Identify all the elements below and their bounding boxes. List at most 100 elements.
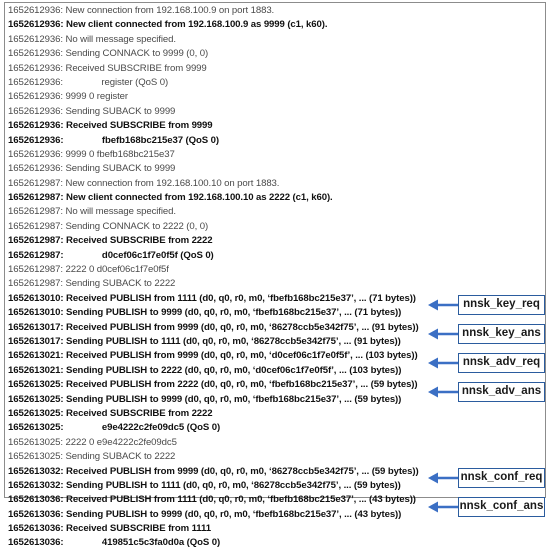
log-timestamp: 1652613010: — [8, 292, 64, 304]
log-message: 2222 0 d0cef06c1f7e0f5f — [62, 264, 169, 276]
log-timestamp: 1652612936: — [8, 120, 64, 132]
log-line: 1652612987: No will message specified. — [8, 205, 419, 219]
log-line: 1652613025: Received PUBLISH from 2222 (… — [8, 378, 419, 392]
log-line: 1652612936: No will message specified. — [8, 33, 419, 47]
log-timestamp: 1652612936: — [8, 134, 64, 146]
log-timestamp: 1652613036: — [8, 523, 64, 535]
log-timestamp: 1652613036: — [8, 508, 64, 520]
log-timestamp: 1652613010: — [8, 307, 64, 319]
log-message: Received SUBSCRIBE from 9999 — [62, 62, 207, 74]
log-line: 1652612936: Received SUBSCRIBE from 9999 — [8, 62, 419, 76]
log-message: Sending SUBACK to 9999 — [62, 105, 176, 117]
log-line: 1652613021: Received PUBLISH from 9999 (… — [8, 349, 419, 363]
log-timestamp: 1652613036: — [8, 537, 64, 549]
log-message: Sending PUBLISH to 1111 (d0, q0, r0, m0,… — [63, 335, 401, 347]
log-line: 1652612936: Sending SUBACK to 9999 — [8, 105, 419, 119]
log-message: 9999 0 register — [62, 91, 128, 103]
log-timestamp: 1652612987: — [8, 278, 63, 290]
log-message: New connection from 192.168.100.9 on por… — [62, 5, 275, 16]
log-lines: 1652612936: New connection from 192.168.… — [8, 4, 419, 551]
log-timestamp: 1652612987: — [8, 206, 63, 218]
log-timestamp: 1652613036: — [8, 494, 64, 506]
log-line: 1652613025: 2222 0 e9e4222c2fe09dc5 — [8, 436, 419, 450]
log-line: 1652612987: Sending SUBACK to 2222 — [8, 277, 419, 291]
log-timestamp: 1652612936: — [8, 163, 63, 175]
log-line: 1652613017: Sending PUBLISH to 1111 (d0,… — [8, 335, 419, 349]
log-message: Received SUBSCRIBE from 2222 — [63, 407, 213, 419]
log-message: Received SUBSCRIBE from 9999 — [63, 120, 213, 132]
log-timestamp: 1652613021: — [8, 350, 64, 362]
log-line: 1652613010: Sending PUBLISH to 9999 (d0,… — [8, 306, 419, 320]
log-line: 1652613036: Received SUBSCRIBE from 1111 — [8, 522, 419, 536]
log-timestamp: 1652613032: — [8, 479, 64, 491]
log-line: 1652612987: New client connected from 19… — [8, 191, 419, 205]
log-line: 1652613025: Received SUBSCRIBE from 2222 — [8, 407, 419, 421]
log-timestamp: 1652612987: — [8, 177, 63, 189]
log-timestamp: 1652612987: — [8, 264, 63, 276]
log-message: Sending CONNACK to 9999 (0, 0) — [62, 48, 209, 60]
log-message: Sending SUBACK to 2222 — [62, 451, 176, 463]
log-line: 1652613025: Sending SUBACK to 2222 — [8, 450, 419, 464]
log-timestamp: 1652612936: — [8, 19, 64, 31]
log-line: 1652613032: Received PUBLISH from 9999 (… — [8, 465, 419, 479]
log-message: 419851c5c3fa0d0a (QoS 0) — [63, 537, 221, 549]
log-message: No will message specified. — [62, 206, 176, 218]
log-timestamp: 1652613025: — [8, 451, 63, 463]
log-message: New connection from 192.168.100.10 on po… — [62, 177, 280, 189]
log-timestamp: 1652613032: — [8, 465, 64, 477]
log-timestamp: 1652612936: — [8, 5, 63, 16]
log-message: Sending CONNACK to 2222 (0, 0) — [62, 220, 209, 232]
log-timestamp: 1652612936: — [8, 148, 63, 160]
log-message: register (QoS 0) — [62, 76, 169, 88]
arrow-left-icon — [428, 472, 458, 484]
log-line: 1652612936: Received SUBSCRIBE from 9999 — [8, 119, 419, 133]
log-timestamp: 1652613025: — [8, 407, 64, 419]
log-line: 1652612936: Sending CONNACK to 9999 (0, … — [8, 47, 419, 61]
log-timestamp: 1652612936: — [8, 105, 63, 117]
log-message: New client connected from 192.168.100.10… — [63, 192, 333, 204]
log-line: 1652613032: Sending PUBLISH to 1111 (d0,… — [8, 479, 419, 493]
log-line: 1652612936: 9999 0 fbefb168bc215e37 — [8, 148, 419, 162]
log-timestamp: 1652613025: — [8, 436, 63, 448]
log-timestamp: 1652612936: — [8, 48, 63, 60]
log-timestamp: 1652613025: — [8, 422, 64, 434]
log-message: Received PUBLISH from 1111 (d0, q0, r0, … — [63, 494, 416, 506]
log-timestamp: 1652612987: — [8, 220, 63, 232]
log-timestamp: 1652612987: — [8, 235, 64, 247]
log-message: Received PUBLISH from 9999 (d0, q0, r0, … — [63, 321, 419, 333]
log-line: 1652612936: New connection from 192.168.… — [8, 4, 419, 18]
log-message: No will message specified. — [62, 33, 176, 45]
log-line: 1652612987: d0cef06c1f7e0f5f (QoS 0) — [8, 249, 419, 263]
log-message: 9999 0 fbefb168bc215e37 — [62, 148, 175, 160]
log-message: Sending SUBACK to 2222 — [62, 278, 176, 290]
log-message: Sending SUBACK to 9999 — [62, 163, 176, 175]
log-line: 1652613021: Sending PUBLISH to 2222 (d0,… — [8, 364, 419, 378]
log-timestamp: 1652612987: — [8, 249, 64, 261]
arrow-left-icon — [428, 357, 458, 369]
log-line: 1652613036: Sending PUBLISH to 9999 (d0,… — [8, 508, 419, 522]
annotation-label: nnsk_adv_ans — [458, 381, 545, 402]
log-line: 1652612936: Sending SUBACK to 9999 — [8, 162, 419, 176]
log-message: Received PUBLISH from 9999 (d0, q0, r0, … — [63, 350, 418, 362]
log-line: 1652612987: Received SUBSCRIBE from 2222 — [8, 234, 419, 248]
terminal-log-panel: 1652612936: New connection from 192.168.… — [4, 2, 546, 548]
log-line: 1652612936: register (QoS 0) — [8, 76, 419, 90]
log-line: 1652613036: Received PUBLISH from 1111 (… — [8, 493, 419, 507]
log-timestamp: 1652613021: — [8, 364, 64, 376]
arrow-left-icon — [428, 386, 458, 398]
log-message: Sending PUBLISH to 2222 (d0, q0, r0, m0,… — [63, 364, 402, 376]
arrow-left-icon — [428, 299, 458, 311]
log-timestamp: 1652612987: — [8, 192, 64, 204]
annotation-label: nnsk_conf_req — [458, 468, 545, 489]
log-message: Received SUBSCRIBE from 1111 — [63, 523, 211, 535]
log-message: Received PUBLISH from 9999 (d0, q0, r0, … — [63, 465, 419, 477]
annotation-label: nnsk_adv_req — [458, 353, 545, 373]
log-timestamp: 1652612936: — [8, 62, 63, 74]
log-message: fbefb168bc215e37 (QoS 0) — [63, 134, 219, 146]
log-message: Received SUBSCRIBE from 2222 — [63, 235, 213, 247]
annotation-label: nnsk_key_req — [458, 295, 545, 316]
log-message: Sending PUBLISH to 9999 (d0, q0, r0, m0,… — [63, 307, 402, 319]
log-message: Sending PUBLISH to 9999 (d0, q0, r0, m0,… — [63, 393, 402, 405]
log-message: Received PUBLISH from 2222 (d0, q0, r0, … — [63, 379, 418, 391]
log-timestamp: 1652612936: — [8, 33, 63, 45]
